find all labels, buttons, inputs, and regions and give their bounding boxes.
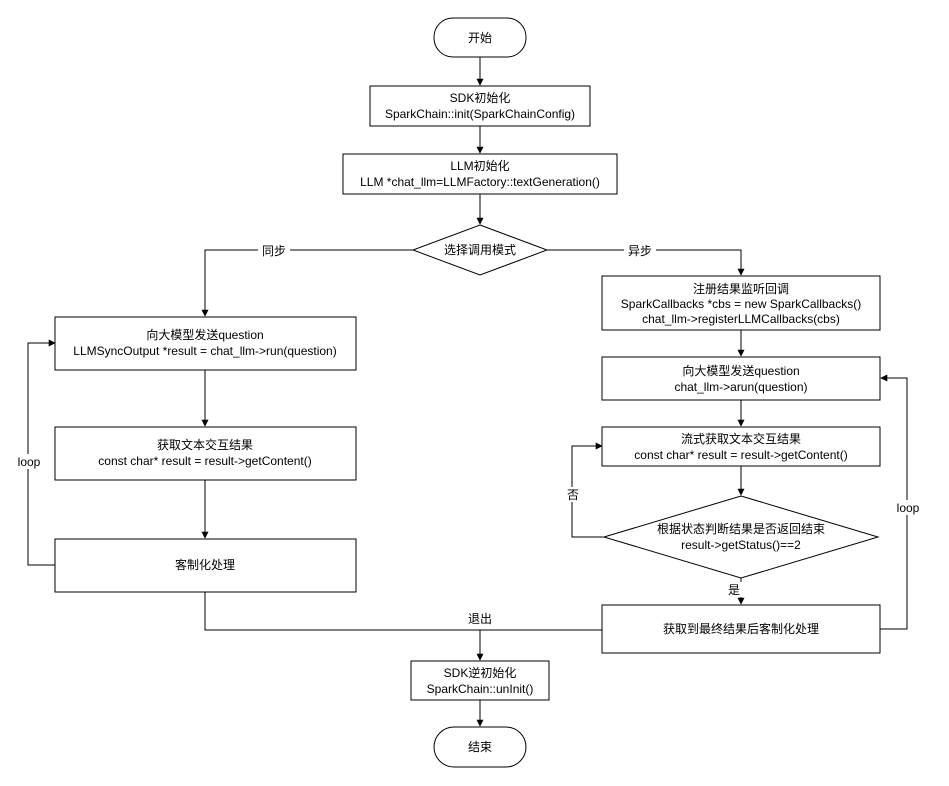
node-stream-get-line2: const char* result = result->getContent(… <box>634 448 847 462</box>
node-async-send-line1: 向大模型发送question <box>682 363 799 378</box>
node-sync-get-line1: 获取文本交互结果 <box>157 437 253 452</box>
node-sdk-init-line2: SparkChain::init(SparkChainConfig) <box>385 107 575 121</box>
node-status-decision-line2: result->getStatus()==2 <box>681 538 801 552</box>
node-mode-decision: 选择调用模式 <box>411 224 549 276</box>
edge-label-async: 异步 <box>624 243 656 258</box>
edge-label-no: 否 <box>564 487 582 502</box>
edge-sync-custom-to-exit <box>204 592 602 631</box>
node-sync-send-line2: LLMSyncOutput *result = chat_llm->run(qu… <box>73 344 336 358</box>
node-sdk-uninit: SDK逆初始化 SparkChain::unInit() <box>410 660 550 701</box>
node-sdk-uninit-line1: SDK逆初始化 <box>444 665 517 680</box>
node-end: 结束 <box>433 726 527 768</box>
node-register-callbacks-line3: chat_llm->registerLLMCallbacks(cbs) <box>642 312 840 326</box>
edge-label-exit-text: 退出 <box>468 612 492 626</box>
edge-label-yes-text: 是 <box>728 583 740 597</box>
edge-label-async-text: 异步 <box>628 244 652 258</box>
node-end-text: 结束 <box>468 740 492 754</box>
node-sync-send-line1: 向大模型发送question <box>146 327 263 342</box>
node-llm-init-line2: LLM *chat_llm=LLMFactory::textGeneration… <box>360 175 600 189</box>
edge-label-sync-text: 同步 <box>262 244 286 258</box>
node-stream-get-line1: 流式获取文本交互结果 <box>681 431 801 446</box>
edge-label-exit: 退出 <box>464 611 496 626</box>
edge-label-loop-left: loop <box>14 454 44 469</box>
node-sdk-uninit-line2: SparkChain::unInit() <box>427 682 534 696</box>
node-mode-decision-text: 选择调用模式 <box>444 243 516 257</box>
edge-label-loop-right-text: loop <box>897 501 920 515</box>
edge-mode-to-async <box>547 249 745 276</box>
node-async-send: 向大模型发送question chat_llm->arun(question) <box>601 356 881 401</box>
node-register-callbacks-line1: 注册结果监听回调 <box>693 281 789 296</box>
edge-label-yes: 是 <box>725 582 743 597</box>
node-status-decision-line1: 根据状态判断结果是否返回结束 <box>657 521 825 536</box>
node-final-custom-text: 获取到最终结果后客制化处理 <box>663 621 819 636</box>
node-sync-send: 向大模型发送question LLMSyncOutput *result = c… <box>54 316 357 371</box>
node-sdk-init-line1: SDK初始化 <box>450 91 511 105</box>
node-sync-custom-text: 客制化处理 <box>175 557 235 572</box>
node-stream-get: 流式获取文本交互结果 const char* result = result->… <box>601 426 881 467</box>
node-llm-init-line1: LLM初始化 <box>450 159 509 173</box>
edge-label-no-text: 否 <box>567 488 579 502</box>
node-sync-get: 获取文本交互结果 const char* result = result->ge… <box>54 426 357 481</box>
node-sync-custom: 客制化处理 <box>54 538 357 593</box>
node-sdk-init: SDK初始化 SparkChain::init(SparkChainConfig… <box>369 85 591 127</box>
node-start: 开始 <box>433 17 527 58</box>
edge-label-loop-left-text: loop <box>18 455 41 469</box>
node-async-send-line2: chat_llm->arun(question) <box>674 380 807 394</box>
edge-label-loop-right: loop <box>893 500 923 515</box>
node-status-decision: 根据状态判断结果是否返回结束 result->getStatus()==2 <box>602 495 880 579</box>
node-register-callbacks-line2: SparkCallbacks *cbs = new SparkCallbacks… <box>621 297 861 311</box>
edge-label-sync: 同步 <box>258 243 290 258</box>
edge-mode-to-sync <box>201 249 413 317</box>
node-final-custom: 获取到最终结果后客制化处理 <box>601 604 881 654</box>
node-start-text: 开始 <box>468 31 492 45</box>
node-llm-init: LLM初始化 LLM *chat_llm=LLMFactory::textGen… <box>342 153 618 195</box>
node-register-callbacks: 注册结果监听回调 SparkCallbacks *cbs = new Spark… <box>601 275 881 331</box>
node-sync-get-line2: const char* result = result->getContent(… <box>98 454 311 468</box>
